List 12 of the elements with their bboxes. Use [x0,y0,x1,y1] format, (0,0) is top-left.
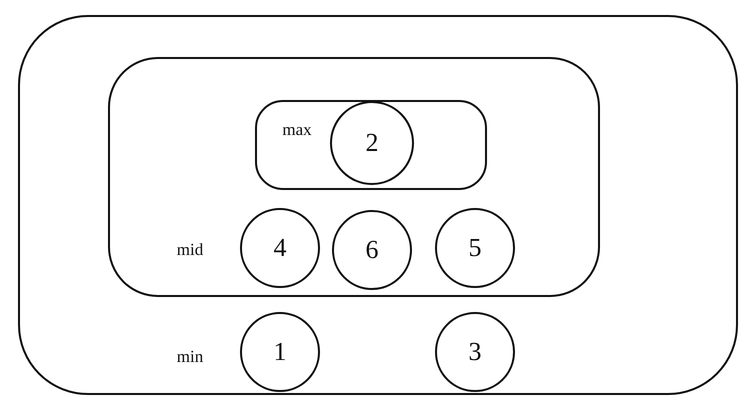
rounded-set-box [18,15,738,395]
rounded-set-box [255,100,487,190]
set-label: max [282,120,312,140]
rounded-set-box [108,57,600,297]
number-circle: 3 [435,312,515,392]
number-circle: 4 [240,208,320,288]
set-label: mid [176,240,204,260]
number-circle: 1 [240,312,320,392]
set-label: min [176,347,204,367]
number-circle: 2 [330,101,414,185]
number-circle: 5 [435,208,515,288]
number-circle: 6 [332,210,412,290]
